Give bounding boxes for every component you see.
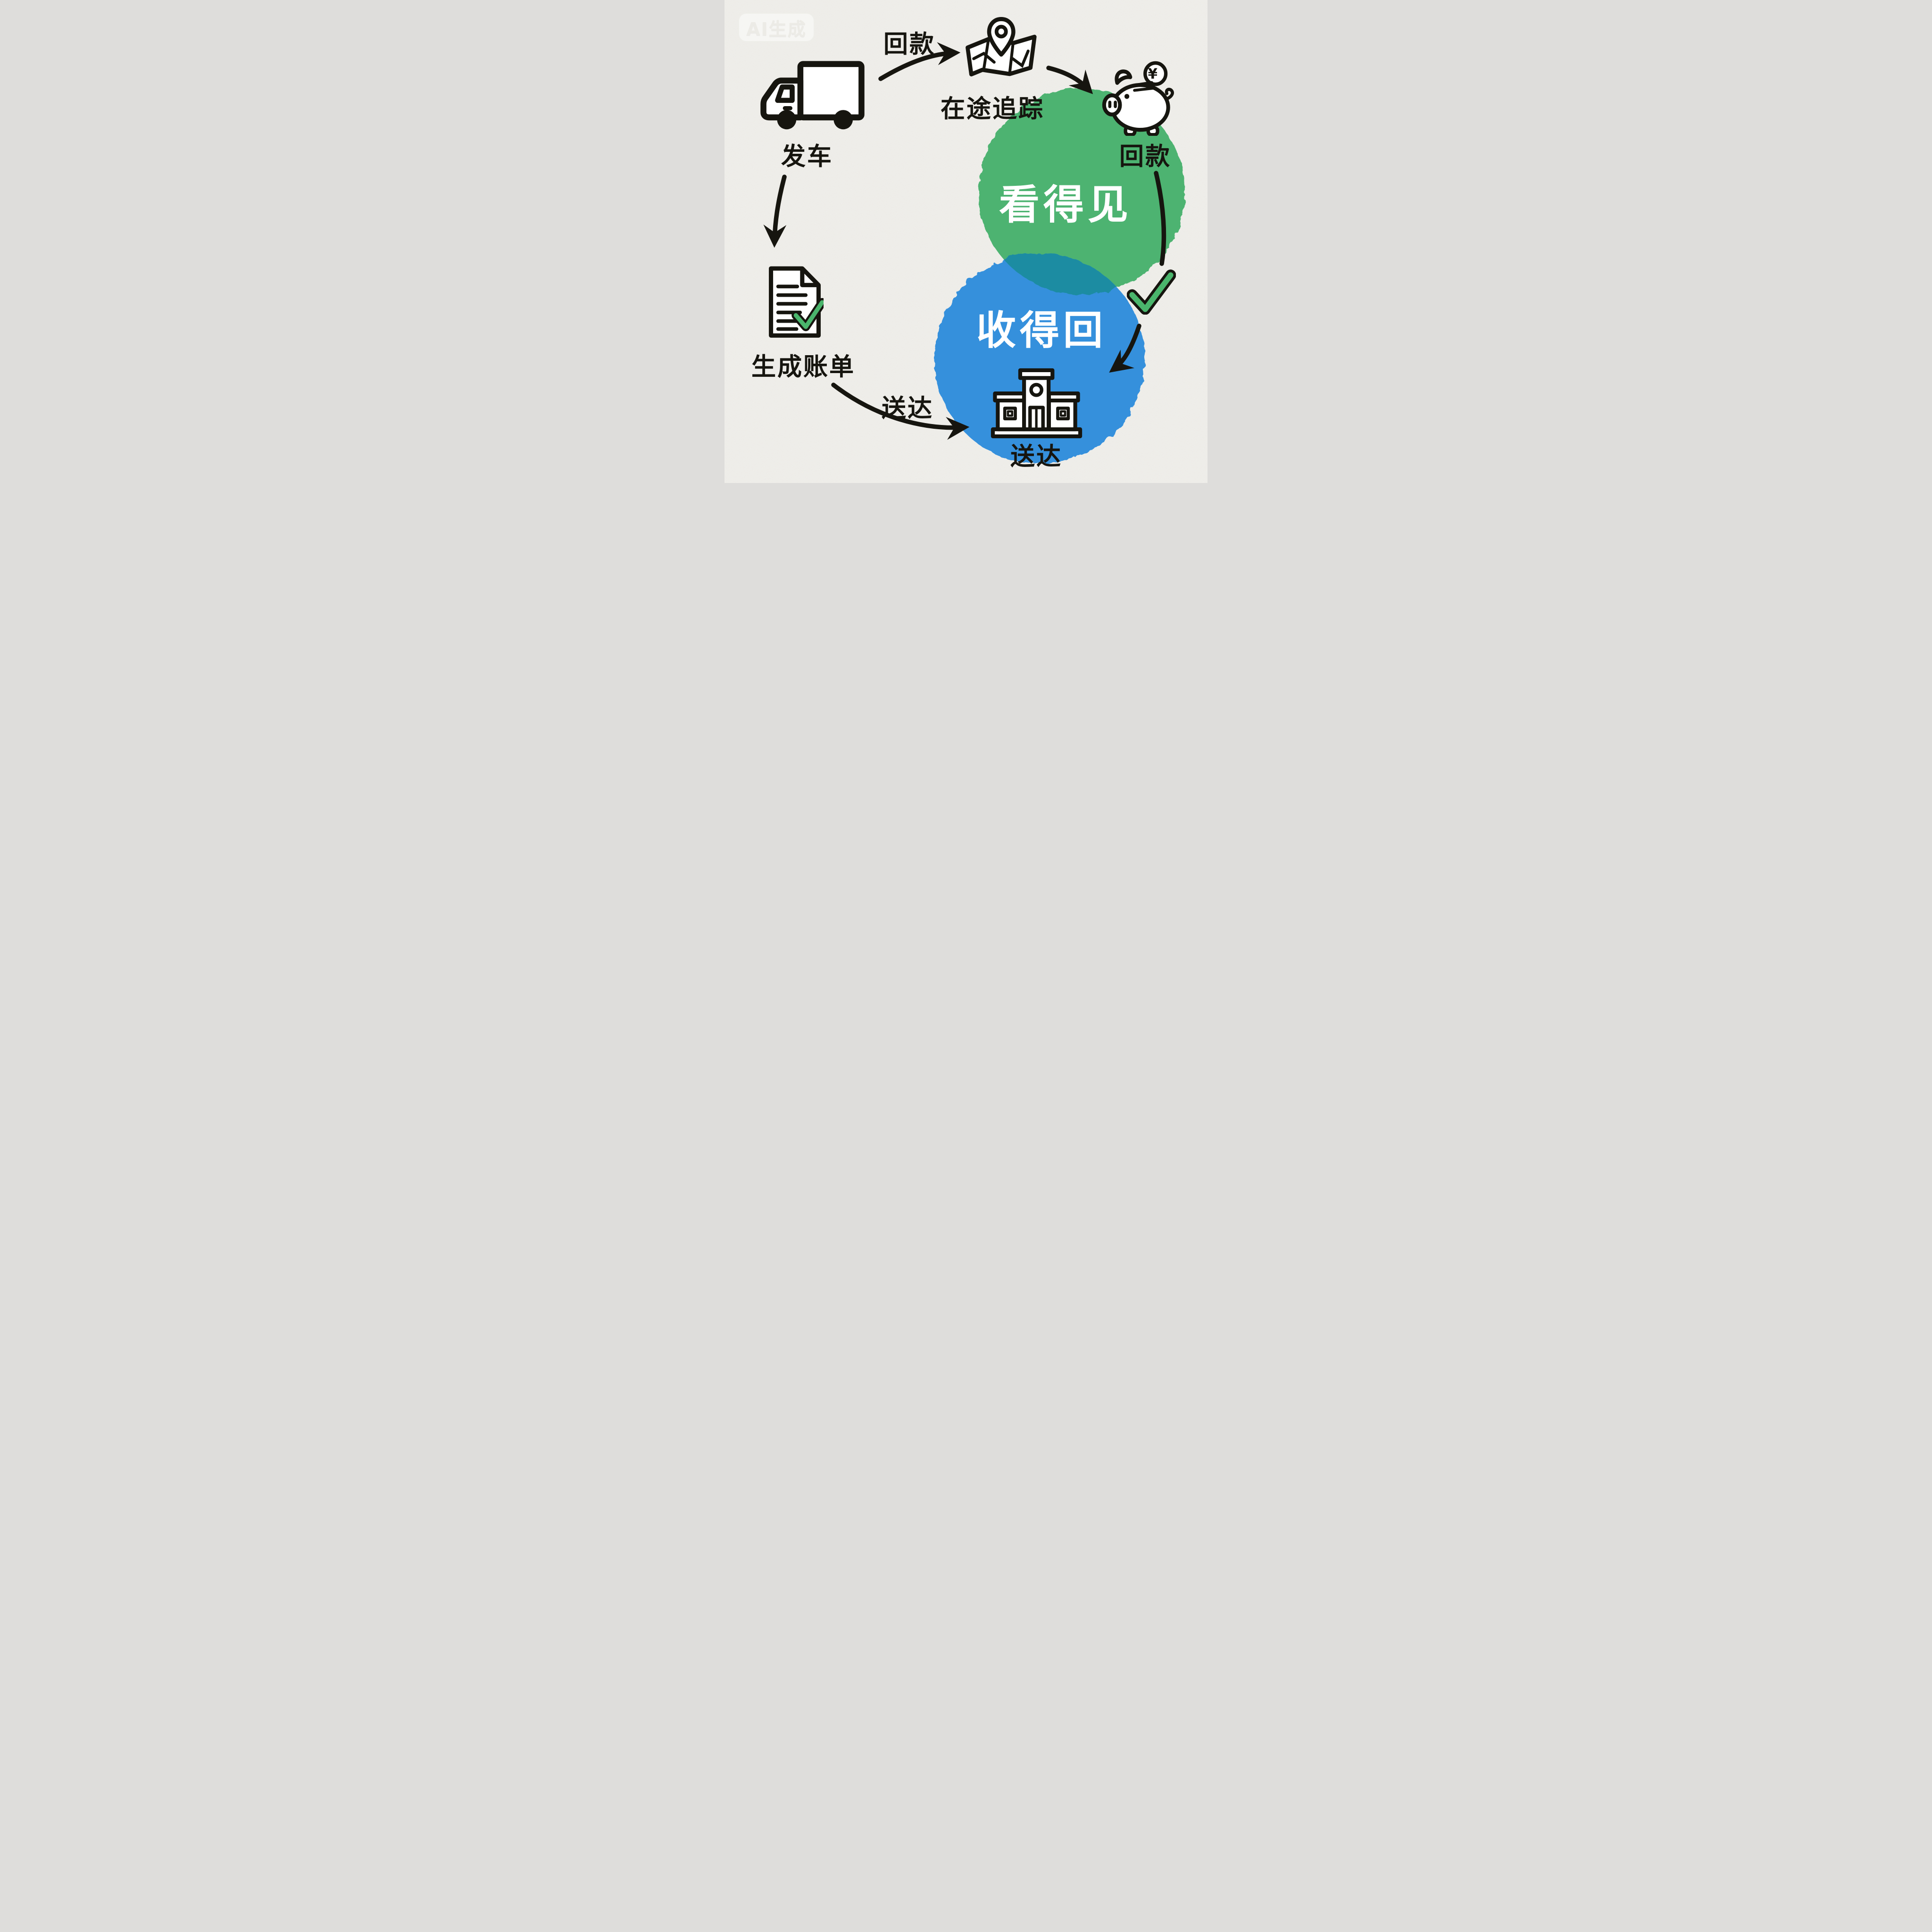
label-highlight-collectible: 收得回 — [976, 307, 1107, 354]
piggy-bank-icon: ¥ — [1102, 61, 1174, 136]
check-icon — [1127, 269, 1176, 315]
building-icon — [991, 368, 1083, 439]
piggy-snout — [1102, 93, 1122, 117]
ai-generated-watermark: AI生成 — [738, 13, 815, 42]
blue-circle-collectible — [934, 253, 1145, 464]
label-highlight-visible: 看得见 — [999, 181, 1132, 229]
building-left-window-pane — [1007, 410, 1014, 417]
arrow-depart-to-billing — [763, 175, 787, 248]
yen-symbol: ¥ — [1148, 65, 1158, 82]
arrow-depart-to-tracking — [878, 42, 961, 81]
building-right-roof — [1047, 391, 1080, 403]
piggy-nostril-right — [1114, 100, 1117, 108]
building-left-roof — [993, 391, 1026, 403]
piggy-nostril-left — [1108, 100, 1112, 108]
map-road-left — [972, 51, 996, 64]
coin-slot — [1133, 81, 1154, 87]
truck-cargo-box — [797, 61, 865, 121]
poster-canvas: ¥ — [724, 0, 1208, 483]
ai-generated-watermark-label: AI生成 — [746, 18, 807, 40]
map-pin-icon — [966, 17, 1037, 76]
label-arrow-depart-to-tracking: 回款 — [883, 30, 936, 59]
label-tracking: 在途追踪 — [940, 95, 1045, 124]
label-payment: 回款 — [1119, 142, 1172, 171]
highlight-circles — [934, 88, 1185, 464]
label-arrow-billing-to-delivered: 送达 — [881, 394, 934, 423]
label-billing: 生成账单 — [751, 353, 856, 382]
map-road-right — [1011, 50, 1030, 68]
building-round-window — [1029, 383, 1043, 397]
flow-arrows — [763, 42, 1166, 440]
coin-slot-under — [1133, 87, 1155, 92]
green-circle-visible — [978, 88, 1185, 295]
document-fold-corner — [800, 268, 819, 287]
arrow-payment-to-check — [1154, 171, 1166, 266]
building-tower-roof — [1018, 368, 1055, 380]
arrow-tracking-to-payment — [1046, 66, 1093, 94]
piggy-tail — [1165, 88, 1174, 100]
truck-window — [775, 84, 795, 103]
document-check-icon — [769, 266, 824, 338]
truck-wheel-front — [777, 110, 797, 130]
coin-inner-edge — [1159, 63, 1167, 84]
location-pin-hole — [994, 25, 1008, 39]
truck-icon — [760, 61, 865, 130]
arrow-check-to-delivered — [1109, 324, 1141, 373]
document-check-mark — [793, 300, 824, 329]
truck-wheel-rear — [833, 110, 853, 130]
building-right-window-pane — [1059, 410, 1066, 417]
piggy-ear — [1115, 69, 1133, 85]
label-depart: 发车 — [781, 142, 833, 171]
piggy-eye — [1124, 94, 1130, 99]
arrow-billing-to-delivered — [831, 383, 970, 440]
label-delivered: 送达 — [1010, 442, 1063, 471]
check-mark — [1129, 272, 1174, 312]
